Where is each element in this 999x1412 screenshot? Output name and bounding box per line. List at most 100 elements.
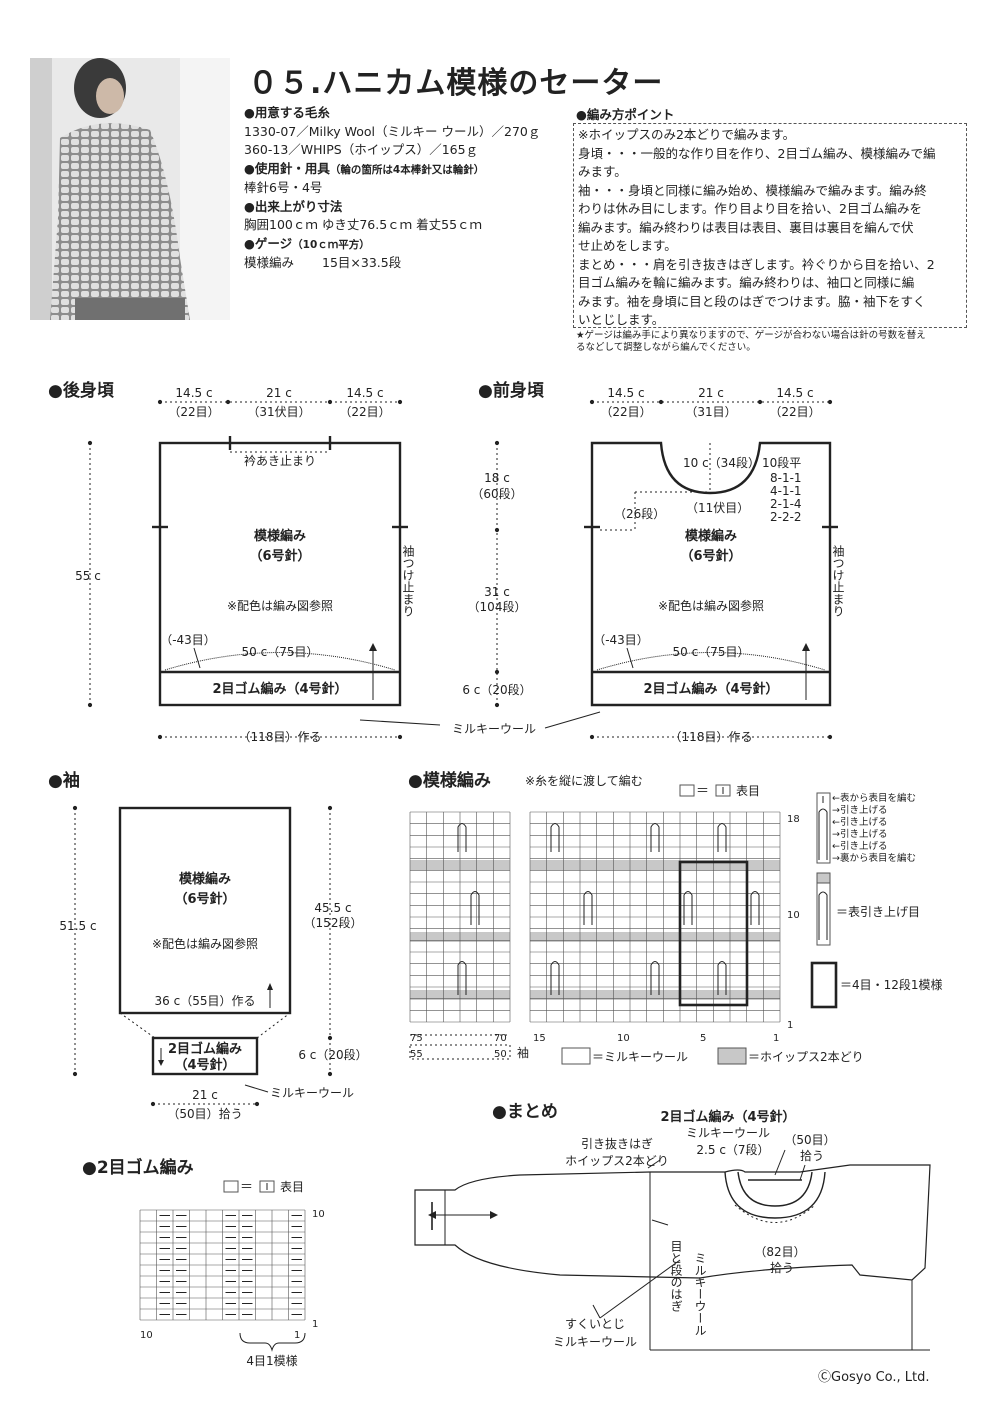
finishing-pick82b: 拾う (770, 1260, 794, 1275)
front-w3: 14.5 c (776, 386, 813, 400)
points-line: 身頃・・・一般的な作り目を作り、2目ゴム編み、模様編みで編 (578, 145, 936, 161)
front-w2: 21 c (698, 386, 724, 400)
finishing-pick50b: 拾う (800, 1148, 824, 1163)
sleeve-h1: 45.5 c (314, 901, 351, 915)
points-line: 袖・・・身頃と同様に編み始め、模様編みで編みます。編み終 (578, 182, 927, 198)
chart-whips-legend: ＝ホイップス2本どり (748, 1050, 864, 1064)
chart-legend-eq: ＝ (696, 784, 709, 799)
sleeve-height: 51.5 c (59, 919, 96, 933)
back-width: 50 c（75目） (242, 645, 319, 659)
front-rib: 2目ゴム編み（4号針） (643, 681, 778, 697)
slip-stitch-mark (583, 891, 593, 925)
front-dec-3: 4-1-1 (770, 484, 802, 498)
back-rib: 2目ゴム編み（4号針） (212, 681, 347, 697)
front-sleeve-stop: 袖つけ止まり (831, 544, 845, 617)
front-s3: （22目） (769, 405, 820, 419)
chart-col-5: 5 (700, 1033, 706, 1044)
chart-key-4: →引き上げる (832, 829, 887, 840)
finishing-heading: ●まとめ (492, 1102, 558, 1122)
chart-repeat-legend: ＝4目・12段1模様 (840, 977, 943, 992)
front-color-note: ※配色は編み図参照 (658, 598, 764, 613)
front-needle: （6号針） (680, 548, 741, 564)
slip-stitch-mark (650, 823, 660, 852)
back-w2: 21 c (266, 386, 292, 400)
rib-row-1: 1 (312, 1319, 318, 1330)
chart-col-50: 50 (494, 1049, 507, 1060)
chart-key-5: ←引き上げる (832, 841, 887, 852)
front-width: 50 c（75目） (673, 645, 750, 659)
rib-legend-eq: ＝ (240, 1180, 253, 1195)
back-heading: ●後身頃 (48, 380, 115, 401)
front-dec: （-43目） (593, 633, 649, 647)
finishing-diagram (414, 1149, 931, 1351)
needle-line: 棒針6号・4号 (244, 180, 323, 195)
slip-stitch-mark (650, 961, 660, 995)
points-line: 編みます。編み終わりは表目は表目、裏目は裏目を編んで伏 (578, 219, 914, 235)
points-line: みます。袖を身頃に目と段のはぎでつけます。脇・袖下をすく (578, 293, 926, 309)
front-r104: （104段） (468, 599, 527, 614)
front-cast-on: （118目）作る (670, 730, 753, 744)
chart-heading: ●模様編み (408, 770, 491, 791)
points-line: いとじします。 (578, 312, 665, 327)
slip-stitch-mark (457, 961, 467, 995)
chart-row-18: 18 (787, 814, 800, 825)
finishing-pick50: （50目） (784, 1133, 835, 1147)
chart-col-70: 70 (494, 1033, 507, 1044)
sweater-photo-art (30, 58, 230, 320)
gauge-value: 15目×33.5段 (322, 255, 402, 270)
points-line: 目ゴム編みを輪に編みます。編み終わりは、袖口と同様に編 (578, 275, 915, 290)
finishing-milky: ミルキーウール (686, 1126, 770, 1140)
back-s3: （22目） (339, 405, 390, 419)
sleeve-color-note: ※配色は編み図参照 (152, 936, 258, 951)
gauge-note: ★ゲージは編み手により異なりますので、ゲージが合わない場合は針の号数を替え るな… (576, 330, 970, 354)
size-heading: ●出来上がり寸法 (244, 198, 343, 214)
page-title: ０５.ハニカム模様のセーター (248, 66, 664, 101)
rib-chart (139, 1180, 306, 1352)
front-rows26: （26段） (614, 506, 665, 521)
front-bind11: （11伏目） (686, 501, 749, 515)
front-pattern: 模様編み (685, 528, 737, 544)
back-color-note: ※配色は編み図参照 (227, 598, 333, 613)
points-line: ※ホイップスのみ2本どりで編みます。 (578, 127, 796, 142)
points-line: まとめ・・・肩を引き抜きはぎします。衿ぐりから目を拾い、2 (578, 256, 935, 272)
points-line: みます。 (578, 164, 627, 179)
chart-col-15: 15 (533, 1033, 546, 1044)
back-bodice-diagram (87, 399, 441, 740)
pattern-chart (409, 784, 838, 1065)
chart-sleeve-label: 袖 (517, 1045, 529, 1060)
front-h18: 18 c (484, 471, 510, 485)
front-neck-depth: 10 c（34段） (683, 455, 760, 470)
sleeve-rib-1: 2目ゴム編み (168, 1041, 242, 1057)
finishing-join: 目と段のはぎ (669, 1240, 683, 1312)
front-h31: 31 c (484, 585, 510, 599)
back-needle: （6号針） (249, 548, 310, 564)
front-s1: （22目） (600, 405, 651, 419)
sleeve-needle: （6号針） (174, 891, 235, 907)
sweater-photo (30, 58, 230, 320)
sleeve-h2: 6 c（20段） (298, 1047, 367, 1062)
chart-key-3: ←引き上げる (832, 817, 887, 828)
chart-note: ※糸を縦に渡して編む (525, 773, 643, 788)
sleeve-r1: （152段） (304, 915, 363, 930)
size-line: 胸囲100ｃｍ ゆき丈76.5ｃｍ 着丈55ｃｍ (244, 217, 483, 232)
points-heading: ●編み方ポイント (576, 107, 675, 122)
slip-stitch-mark (550, 823, 560, 852)
points-box: ※ホイップスのみ2本どりで編みます。 身頃・・・一般的な作り目を作り、2目ゴム編… (573, 123, 967, 328)
sleeve-width: 21 c (192, 1088, 218, 1102)
chart-col-55: 55 (410, 1049, 423, 1060)
sleeve-cast-on: 36 c（55目）作る (155, 994, 256, 1008)
needle-heading: ●使用針・用具 (244, 160, 330, 176)
gauge-heading: ●ゲージ (244, 235, 293, 251)
copyright: ⒸGosyo Co., Ltd. (818, 1370, 930, 1385)
front-dec-5: 2-2-2 (770, 510, 802, 524)
finishing-rib-height: 2.5 c（7段） (696, 1142, 769, 1157)
yarn-heading: ●用意する毛糸 (244, 105, 330, 120)
front-dec-1: 10段平 (762, 455, 801, 470)
gauge-note-line-2: るなどして調整しながら編んでください。 (576, 342, 756, 353)
chart-key-6: →裏から表目を編む (832, 852, 916, 864)
back-cast-on: （118目）作る (239, 730, 322, 744)
finishing-pick82: （82目） (754, 1245, 805, 1259)
body-milky-label: ミルキーウール (452, 722, 536, 736)
rib-legend-knit: 表目 (280, 1180, 304, 1194)
